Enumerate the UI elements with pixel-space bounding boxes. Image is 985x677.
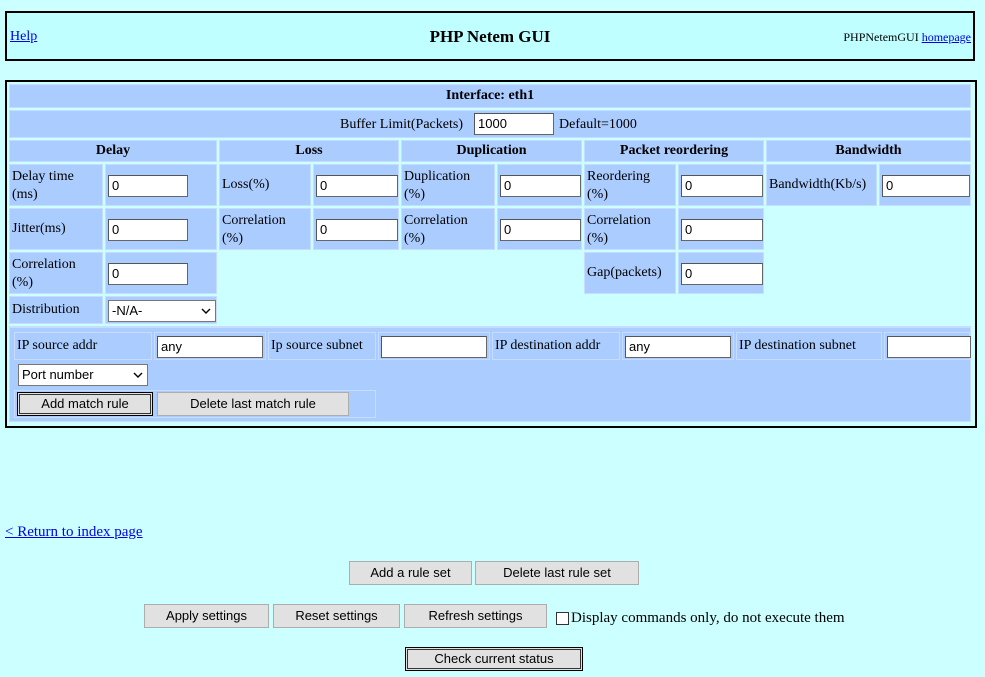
reordering-cell: 0: [678, 164, 764, 206]
add-rule-set-button[interactable]: Add a rule set: [349, 561, 472, 585]
distribution-value: -N/A-: [112, 303, 143, 318]
reordering-label: Reordering (%): [584, 164, 676, 206]
src-subnet-cell: [378, 332, 490, 360]
duplication-correlation-label: Correlation (%): [401, 208, 495, 250]
gap-label: Gap(packets): [584, 252, 676, 294]
duplication-header: Duplication: [401, 140, 582, 162]
duplication-correlation-input[interactable]: 0: [500, 219, 581, 241]
src-subnet-input[interactable]: [381, 336, 487, 358]
header-brand: PHPNetemGUI homepage: [843, 30, 971, 45]
header-bar: Help PHP Netem GUI PHPNetemGUI homepage: [5, 11, 975, 61]
duplication-cell: 0: [497, 164, 582, 206]
delete-rule-set-button[interactable]: Delete last rule set: [475, 561, 639, 585]
duplication-input[interactable]: 0: [500, 175, 581, 197]
match-rule-section: IP source addr any Ip source subnet IP d…: [9, 326, 971, 422]
apply-settings-button[interactable]: Apply settings: [144, 604, 269, 628]
delete-match-rule-button[interactable]: Delete last match rule: [157, 392, 349, 416]
delay-correlation-cell: 0: [105, 252, 217, 294]
bandwidth-header: Bandwidth: [766, 140, 971, 162]
distribution-cell: -N/A-: [105, 296, 217, 324]
loss-label: Loss(%): [219, 164, 311, 206]
buffer-default-text: Default=1000: [559, 117, 637, 132]
delay-correlation-input[interactable]: 0: [108, 263, 188, 285]
loss-header: Loss: [219, 140, 399, 162]
delay-time-label: Delay time (ms): [9, 164, 103, 206]
port-number-value: Port number: [22, 367, 94, 382]
duplication-label: Duplication (%): [401, 164, 495, 206]
chevron-down-icon: [201, 308, 211, 314]
dst-addr-cell: any: [622, 332, 734, 360]
duplication-correlation-cell: 0: [497, 208, 582, 250]
brand-text: PHPNetemGUI: [843, 30, 919, 44]
chevron-down-icon: [133, 372, 143, 378]
distribution-label: Distribution: [9, 296, 103, 324]
jitter-input[interactable]: 0: [108, 219, 188, 241]
refresh-settings-button[interactable]: Refresh settings: [404, 604, 547, 628]
buffer-limit-input[interactable]: 1000: [474, 113, 554, 135]
display-only-checkbox[interactable]: [556, 612, 569, 625]
dst-addr-input[interactable]: any: [625, 336, 731, 358]
port-number-select[interactable]: Port number: [18, 364, 148, 386]
check-status-button[interactable]: Check current status: [405, 647, 583, 671]
reset-settings-button[interactable]: Reset settings: [273, 604, 400, 628]
src-addr-cell: any: [154, 332, 266, 360]
loss-cell: 0: [313, 164, 399, 206]
delay-time-input[interactable]: 0: [108, 175, 188, 197]
gap-input[interactable]: 0: [681, 263, 763, 285]
buffer-row: Buffer Limit(Packets) 1000 Default=1000: [9, 110, 971, 138]
return-index-link[interactable]: < Return to index page: [5, 524, 143, 540]
interface-title: Interface: eth1: [9, 84, 971, 108]
bandwidth-label: Bandwidth(Kb/s): [766, 164, 877, 206]
display-only-label: Display commands only, do not execute th…: [571, 610, 845, 626]
loss-correlation-label: Correlation (%): [219, 208, 311, 250]
gap-cell: 0: [678, 252, 764, 294]
delay-time-cell: 0: [105, 164, 217, 206]
src-subnet-label: Ip source subnet: [268, 332, 376, 360]
reordering-input[interactable]: 0: [681, 175, 763, 197]
interface-panel: Interface: eth1 Buffer Limit(Packets) 10…: [5, 80, 977, 428]
dst-addr-label: IP destination addr: [492, 332, 620, 360]
homepage-link[interactable]: homepage: [921, 30, 971, 44]
add-match-rule-button[interactable]: Add match rule: [17, 392, 153, 416]
page-title: PHP Netem GUI: [429, 27, 551, 46]
match-buttons-row: Add match rule Delete last match rule: [14, 390, 376, 418]
dst-subnet-input[interactable]: [887, 336, 971, 358]
distribution-select[interactable]: -N/A-: [108, 300, 216, 322]
reordering-correlation-label: Correlation (%): [584, 208, 676, 250]
jitter-label: Jitter(ms): [9, 208, 103, 250]
bandwidth-input[interactable]: 0: [882, 175, 970, 197]
src-addr-input[interactable]: any: [157, 336, 263, 358]
buffer-label: Buffer Limit(Packets): [340, 117, 463, 132]
loss-correlation-input[interactable]: 0: [316, 219, 398, 241]
src-addr-label: IP source addr: [14, 332, 152, 360]
help-link[interactable]: Help: [10, 29, 38, 44]
reordering-correlation-cell: 0: [678, 208, 764, 250]
dst-subnet-label: IP destination subnet: [736, 332, 882, 360]
delay-correlation-label: Correlation (%): [9, 252, 103, 294]
dst-subnet-cell: [884, 332, 971, 360]
bandwidth-cell: 0: [879, 164, 971, 206]
reordering-header: Packet reordering: [584, 140, 764, 162]
jitter-cell: 0: [105, 208, 217, 250]
delay-header: Delay: [9, 140, 217, 162]
loss-input[interactable]: 0: [316, 175, 398, 197]
reordering-correlation-input[interactable]: 0: [681, 219, 763, 241]
loss-correlation-cell: 0: [313, 208, 399, 250]
